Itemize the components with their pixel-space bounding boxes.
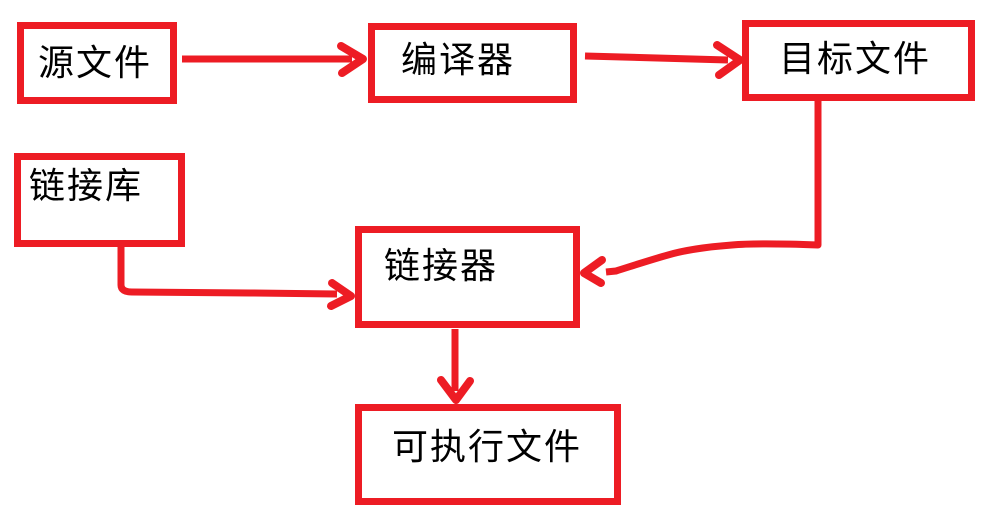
arrow-linker-to-executable	[437, 329, 474, 404]
arrow-library-to-linker	[117, 247, 355, 310]
arrow-compiler-to-object	[584, 41, 744, 79]
node-linker: 链接器	[355, 226, 580, 328]
node-compiler-label: 编译器	[401, 40, 516, 80]
arrow-object-to-linker	[580, 101, 822, 287]
node-linker-label: 链接器	[384, 246, 499, 286]
node-link-library: 链接库	[14, 153, 185, 247]
node-source-file: 源文件	[17, 22, 177, 104]
node-object-file: 目标文件	[742, 20, 975, 101]
node-object-file-label: 目标文件	[779, 39, 932, 79]
node-source-file-label: 源文件	[38, 43, 153, 83]
node-executable-file-label: 可执行文件	[392, 427, 583, 467]
node-link-library-label: 链接库	[29, 166, 144, 206]
arrow-source-to-compiler	[182, 42, 367, 77]
node-executable-file: 可执行文件	[355, 404, 621, 505]
node-compiler: 编译器	[368, 23, 577, 103]
